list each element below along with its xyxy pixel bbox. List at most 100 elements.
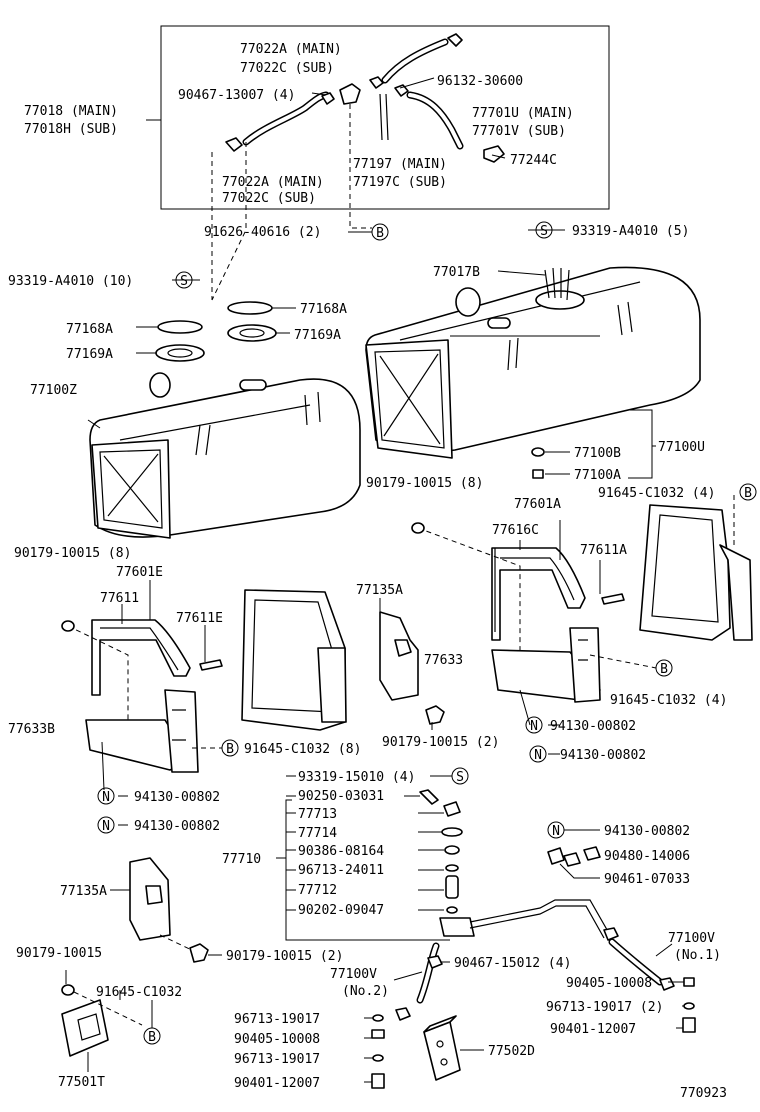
nut-90179-mid: [425, 705, 445, 725]
bolt-77611e: [199, 659, 223, 671]
sender-parts-77710: [419, 789, 475, 937]
label-90179-10015-8-right: 90179-10015 (8): [366, 476, 483, 491]
bracket-77135a-top: [379, 611, 419, 701]
support-77633: [491, 627, 601, 703]
label-91645-c1032-4-mid: 91645-C1032 (4): [610, 693, 727, 708]
svg-text:S: S: [540, 224, 548, 239]
hose-group-frame: [160, 25, 610, 210]
fuel-tank-77100z: [89, 372, 361, 539]
label-93319-15010: 93319-15010 (4): [298, 770, 415, 785]
label-77611e: 77611E: [176, 611, 223, 626]
label-96713-19017-2: 96713-19017 (2): [546, 1000, 663, 1015]
label-77168a-right: 77168A: [300, 302, 347, 317]
callout-n-94130-c: N: [97, 787, 115, 805]
fuel-tank-77100u: [365, 266, 701, 459]
gasket-77168a-center: [227, 301, 273, 315]
label-91645-c1032: 91645-C1032: [96, 985, 182, 1000]
svg-text:S: S: [456, 770, 464, 785]
label-77018h: 77018H (SUB): [24, 122, 118, 137]
label-77022a-top: 77022A (MAIN): [240, 42, 342, 57]
label-77197c: 77197C (SUB): [353, 175, 447, 190]
label-93319-a4010-5: 93319-A4010 (5): [572, 224, 689, 239]
label-77714: 77714: [298, 826, 337, 841]
callout-s-93319-15010: S: [451, 767, 469, 785]
hose-77701u: [406, 91, 464, 150]
label-77100z: 77100Z: [30, 383, 77, 398]
ring-77169a-left: [155, 344, 205, 362]
bracket-center-left: [241, 589, 347, 731]
label-77022c-top: 77022C (SUB): [240, 61, 334, 76]
callout-s-93319-left: S: [175, 271, 193, 289]
hose-77022a-bottom: [242, 91, 330, 146]
clamps-lower: [395, 927, 675, 1021]
label-77611a: 77611A: [580, 543, 627, 558]
label-77100v-no2: 77100V: [330, 967, 377, 982]
clamp-parts: [225, 33, 505, 163]
label-96713-19017-b: 96713-19017: [234, 1052, 320, 1067]
callout-b-91645-mid: B: [655, 659, 673, 677]
label-77100v-no1: 77100V: [668, 931, 715, 946]
label-77701u: 77701U (MAIN): [472, 106, 574, 121]
label-90179-10015-2-mid: 90179-10015 (2): [382, 735, 499, 750]
nut-90179-right: [411, 522, 425, 534]
fuel-pipe-line: [469, 899, 611, 939]
reference-number: 770923: [680, 1086, 727, 1101]
pipe-77197: [379, 93, 389, 141]
label-77502d: 77502D: [488, 1044, 535, 1059]
label-77633: 77633: [424, 653, 463, 668]
label-90202-09047: 90202-09047: [298, 903, 384, 918]
label-93319-a4010-10: 93319-A4010 (10): [8, 274, 133, 289]
callout-b-91645-top: B: [739, 483, 757, 501]
label-77168a-left: 77168A: [66, 322, 113, 337]
hose-77100v-no1: [608, 938, 664, 986]
label-90405-10008-right: 90405-10008: [566, 976, 652, 991]
label-90179-10015-bottom-left: 90179-10015: [16, 946, 102, 961]
svg-text:N: N: [530, 719, 538, 734]
label-90405-10008-left: 90405-10008: [234, 1032, 320, 1047]
label-96132-30600: 96132-30600: [437, 74, 523, 89]
gasket-77168a-left: [157, 320, 203, 334]
label-77633b: 77633B: [8, 722, 55, 737]
bracket-77501t: [61, 999, 109, 1057]
callout-b-91626: B: [371, 223, 389, 241]
callout-b-91645-8: B: [221, 739, 239, 757]
nut-90179-bottom: [189, 943, 209, 963]
svg-text:N: N: [552, 824, 560, 839]
label-90480-14006: 90480-14006: [604, 849, 690, 864]
label-77616c: 77616C: [492, 523, 539, 538]
label-77501t: 77501T: [58, 1075, 105, 1090]
label-91645-c1032-4-top: 91645-C1032 (4): [598, 486, 715, 501]
label-96713-19017-a: 96713-19017: [234, 1012, 320, 1027]
hose-77022a-top: [381, 38, 449, 84]
label-no1: (No.1): [674, 948, 721, 963]
ring-77169a-center: [227, 324, 277, 342]
callout-n-94130-union: N: [547, 821, 565, 839]
label-77100a: 77100A: [574, 468, 621, 483]
label-90179-10015-2-bottom: 90179-10015 (2): [226, 949, 343, 964]
label-96713-24011: 96713-24011: [298, 863, 384, 878]
label-77713: 77713: [298, 807, 337, 822]
svg-text:N: N: [534, 748, 542, 763]
label-77100b: 77100B: [574, 446, 621, 461]
svg-text:N: N: [102, 790, 110, 805]
label-77135a-top: 77135A: [356, 583, 403, 598]
drain-right: [682, 977, 696, 1033]
label-90250-03031: 90250-03031: [298, 789, 384, 804]
bracket-77601a: [491, 547, 586, 641]
label-90401-12007-left: 90401-12007: [234, 1076, 320, 1091]
svg-text:S: S: [180, 274, 188, 289]
label-90467-15012: 90467-15012 (4): [454, 956, 571, 971]
callout-n-94130-b: N: [529, 745, 547, 763]
label-90467-13007: 90467-13007 (4): [178, 88, 295, 103]
label-94130-00802-d: 94130-00802: [134, 819, 220, 834]
bracket-77601e: [91, 619, 191, 696]
label-90179-10015-8-left: 90179-10015 (8): [14, 546, 131, 561]
label-90386-08164: 90386-08164: [298, 844, 384, 859]
label-77022a-bottom: 77022A (MAIN): [222, 175, 324, 190]
callout-n-94130-a: N: [525, 716, 543, 734]
label-91626-40616: 91626-40616 (2): [204, 225, 321, 240]
nut-90179-left: [61, 620, 75, 632]
label-77710: 77710: [222, 852, 261, 867]
label-77601a: 77601A: [514, 497, 561, 512]
